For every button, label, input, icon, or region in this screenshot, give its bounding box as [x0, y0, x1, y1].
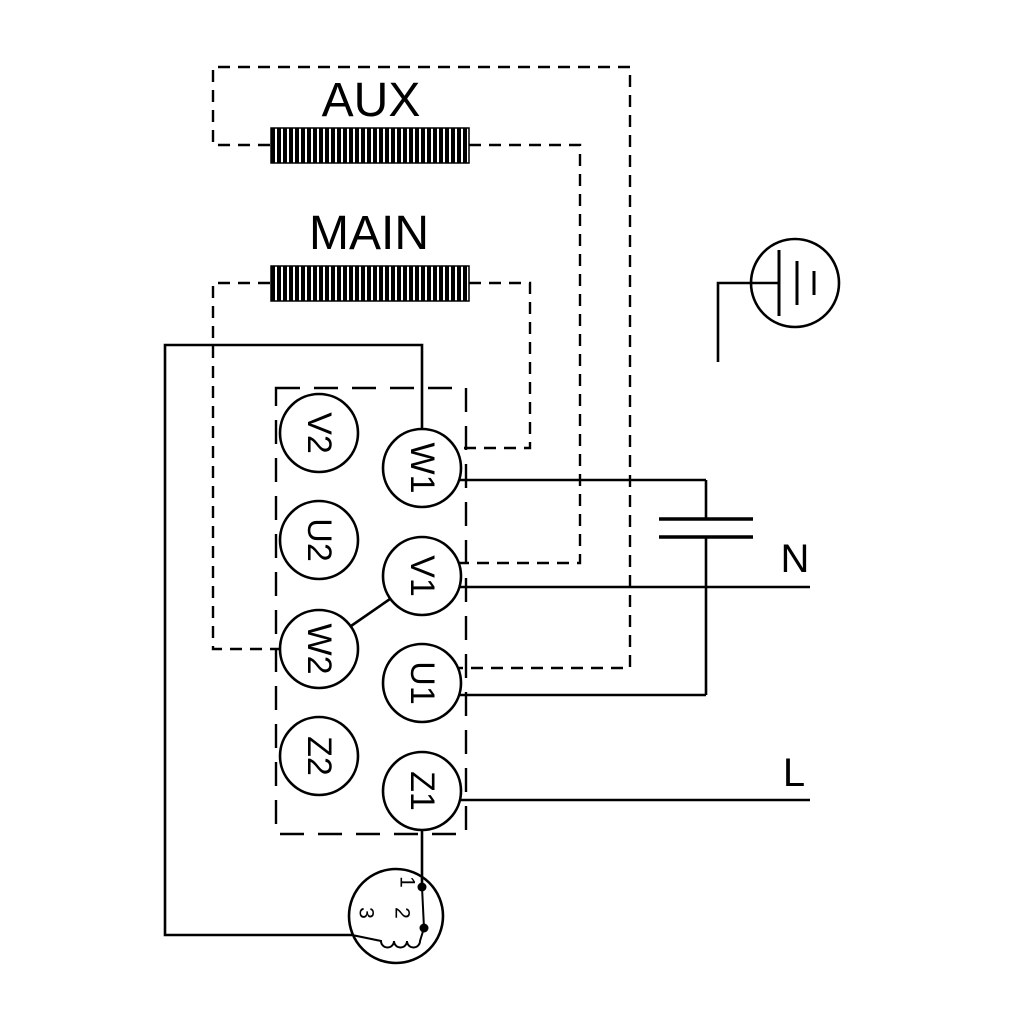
- aux-winding-internal-wiring: [211, 65, 632, 670]
- line-label: L: [783, 751, 805, 795]
- main-winding-internal-wiring: [211, 281, 532, 651]
- terminal-w1-circle: [381, 427, 463, 509]
- terminal-u2-circle: [278, 499, 360, 581]
- wire-protector-to-w1-loop: [163, 343, 424, 937]
- terminal-u1-circle: [381, 642, 463, 724]
- terminal-v2: V2: [278, 392, 360, 474]
- protector-terminal-2-label: 2: [391, 907, 414, 919]
- terminal-z1-label: Z1: [403, 771, 441, 811]
- terminal-w1-label: W1: [403, 443, 441, 494]
- terminal-u1-label: U1: [403, 661, 441, 704]
- protector-heater-coil: [351, 927, 425, 949]
- main-winding-label: MAIN: [309, 207, 429, 260]
- terminal-w2: W2: [278, 608, 360, 690]
- aux-winding-coil: [270, 127, 470, 164]
- terminal-block-outline: [274, 386, 468, 836]
- terminal-v2-label: V2: [300, 412, 338, 454]
- protector-terminal-1-label: 1: [396, 876, 419, 888]
- terminal-v1-label: V1: [403, 555, 441, 597]
- protector-terminal-3-label: 3: [355, 907, 378, 919]
- terminal-v1: V1: [381, 535, 463, 617]
- terminal-z2-label: Z2: [300, 736, 338, 776]
- protector-circle: [347, 867, 445, 965]
- protector-contact-dot-1: [417, 882, 427, 892]
- terminal-z1: Z1: [381, 750, 463, 832]
- aux-winding-label: AUX: [322, 74, 421, 127]
- wire-to-ground: [716, 281, 752, 362]
- terminal-z2: Z2: [278, 715, 360, 797]
- earth-ground-symbol: [716, 237, 841, 362]
- terminal-v2-circle: [278, 392, 360, 474]
- thermal-protector-symbol: 1 2 3: [347, 867, 445, 965]
- terminal-w2-circle: [278, 608, 360, 690]
- terminal-w1: W1: [381, 427, 463, 509]
- jumper-w2-v1: [350, 597, 391, 628]
- protector-contact-blade: [421, 886, 425, 929]
- main-winding-coil: [270, 265, 470, 302]
- terminal-z2-circle: [278, 715, 360, 797]
- terminal-w2-label: W2: [300, 624, 338, 675]
- terminal-z1-circle: [381, 750, 463, 832]
- terminal-u2-label: U2: [300, 518, 338, 561]
- terminal-u2: U2: [278, 499, 360, 581]
- terminal-u1: U1: [381, 642, 463, 724]
- terminal-v1-circle: [381, 535, 463, 617]
- capacitor-symbol: [659, 480, 753, 695]
- ground-circle: [749, 237, 841, 329]
- neutral-label: N: [781, 537, 810, 581]
